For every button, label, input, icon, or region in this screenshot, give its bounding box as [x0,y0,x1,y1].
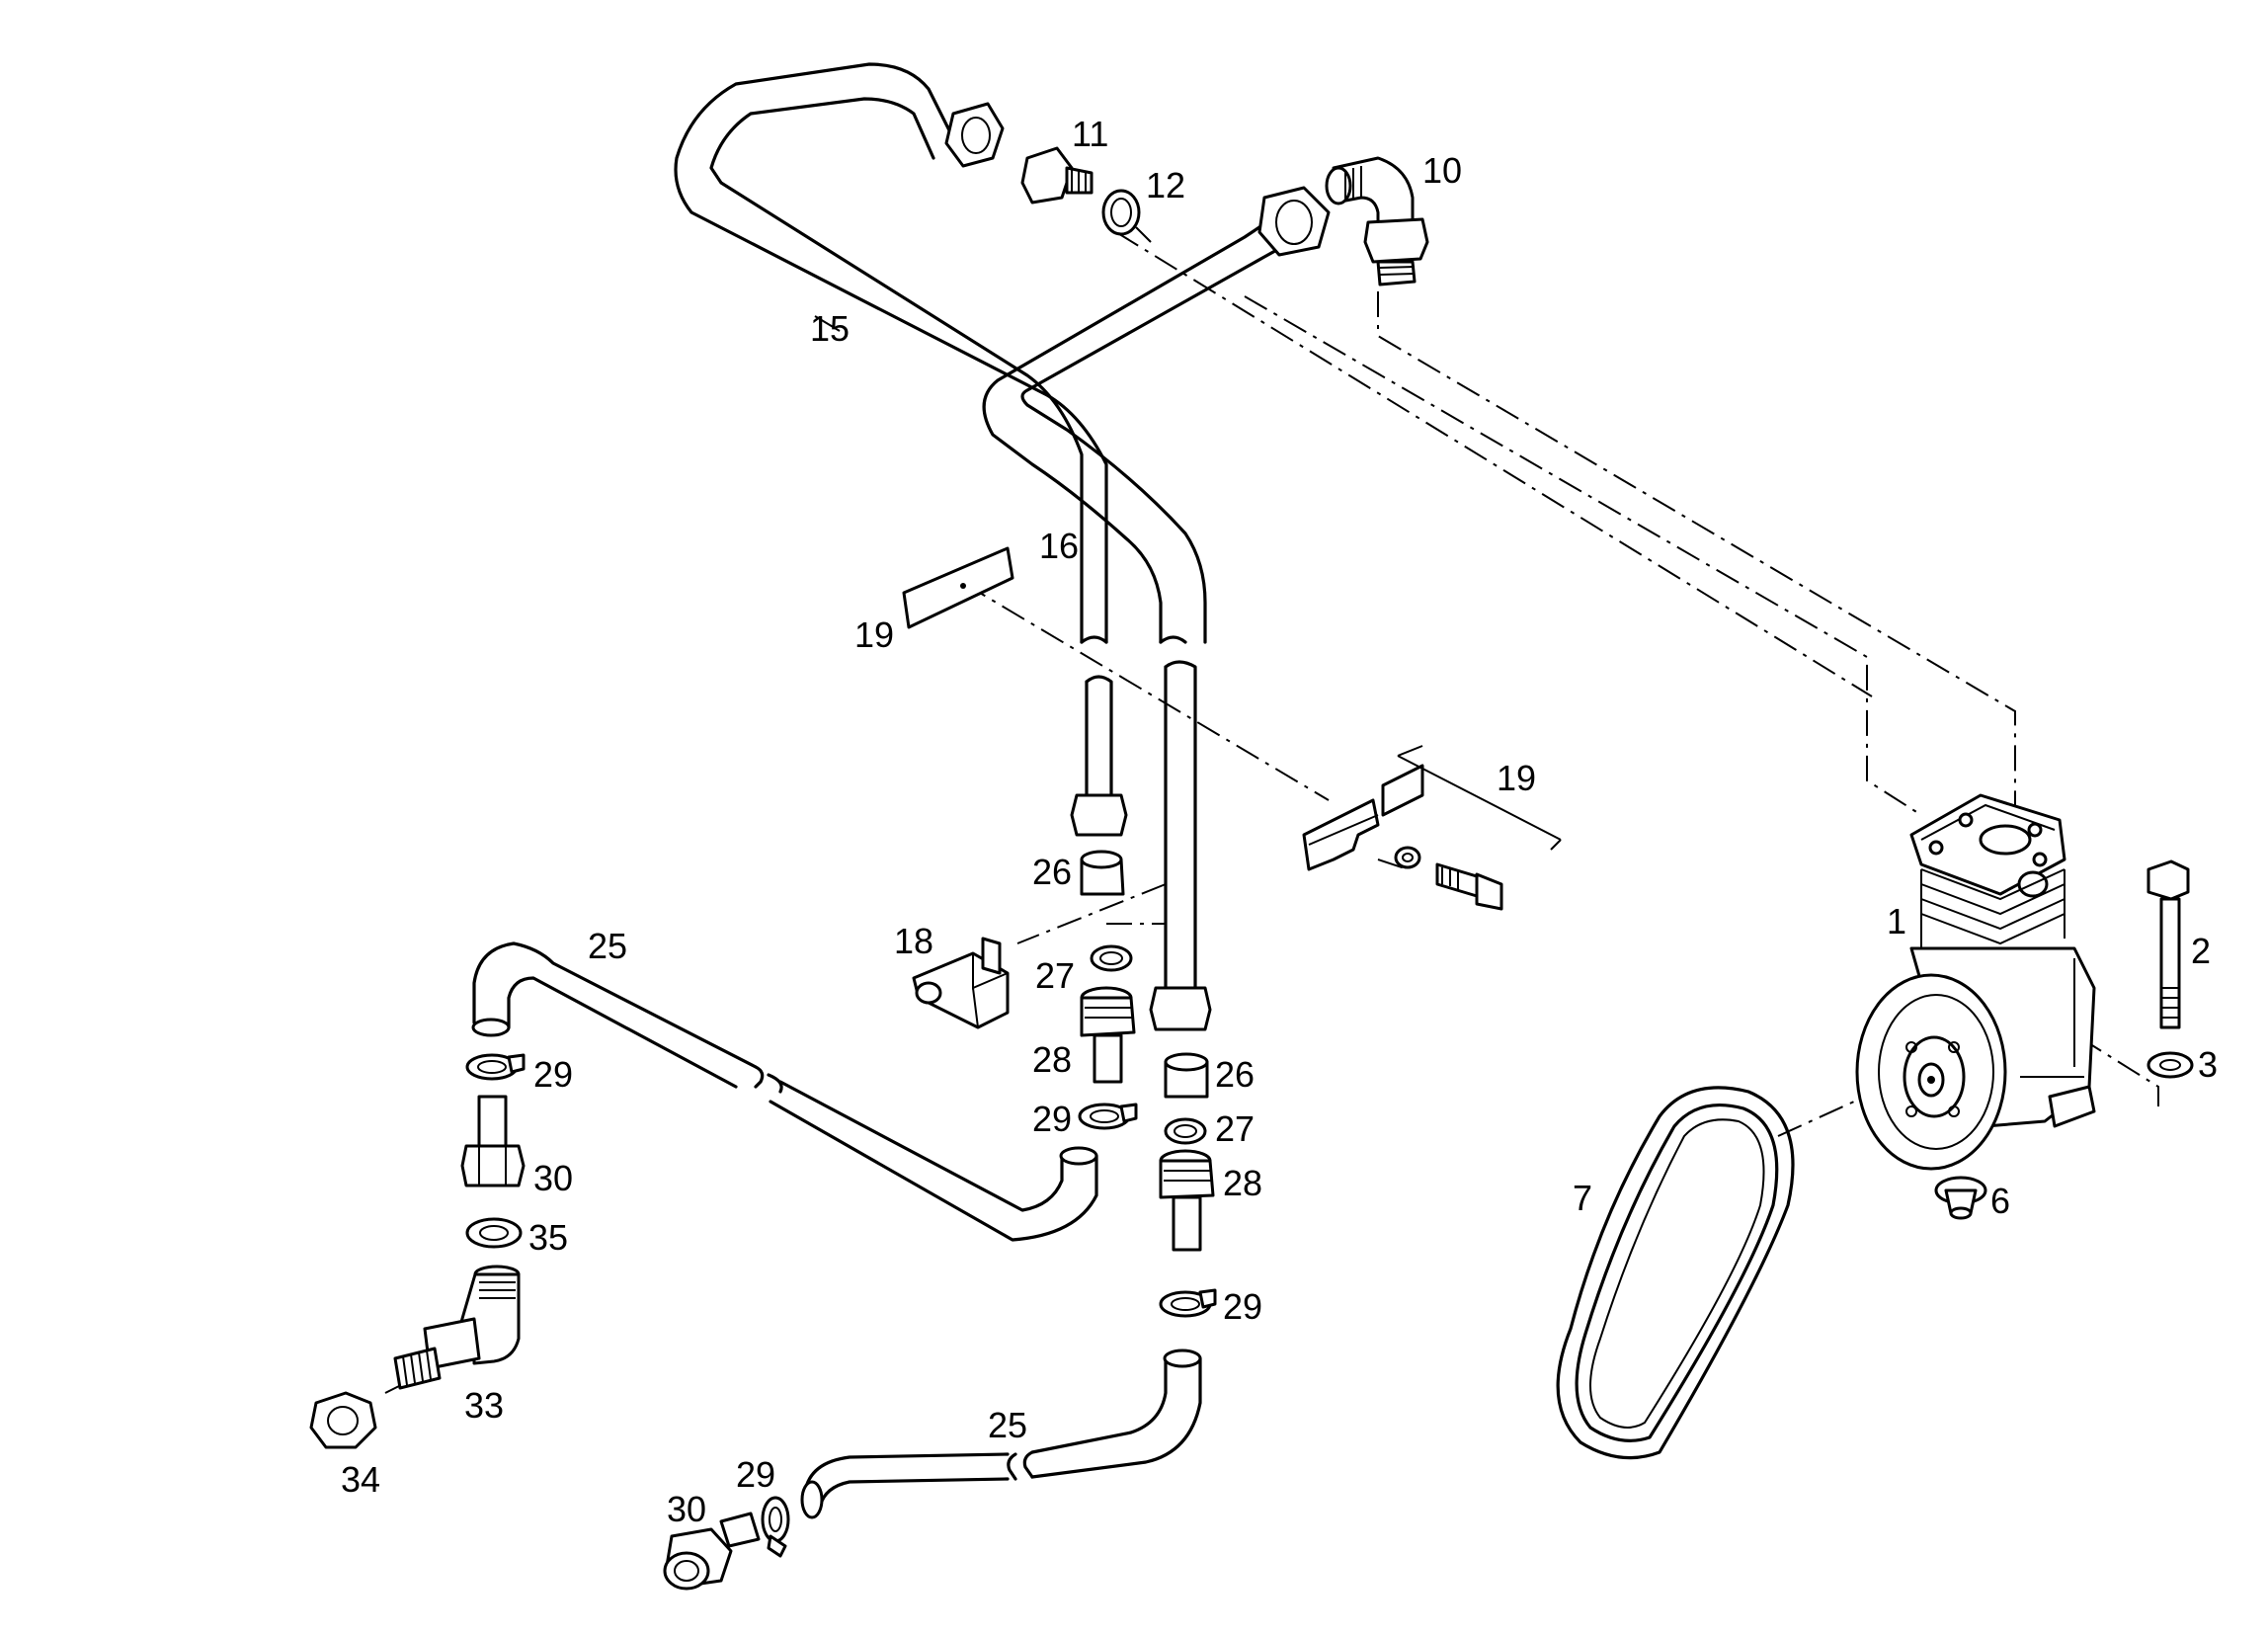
callout-10: 10 [1422,150,1462,191]
nipple-30-upper [460,1095,526,1187]
callout-25-upper: 25 [588,926,627,966]
washer-19 [1394,846,1421,869]
clamp-plate-19-top [902,546,1014,629]
callout-12: 12 [1146,165,1185,205]
callout-7: 7 [1573,1178,1592,1218]
callout-16: 16 [1039,526,1079,566]
union-11 [1020,146,1094,204]
hose-25-lower [800,1349,1202,1519]
pipe-16-nut [1257,186,1331,257]
callout-25-lower: 25 [988,1405,1027,1445]
sleeve-26-upper [1080,850,1125,896]
callout-29-c: 29 [1223,1286,1262,1327]
pipe-15-nut [944,102,1005,168]
plug-6 [1934,1176,1987,1220]
washer-35 [465,1217,523,1249]
pipe-15 [674,62,1108,644]
callout-15: 15 [810,308,850,349]
lower-pipe-right [1149,660,1212,1031]
callout-3: 3 [2198,1044,2218,1085]
hose-25-upper [471,941,1098,1242]
callout-1: 1 [1887,901,1906,941]
lower-pipe-left [1070,675,1128,837]
callout-29-b: 29 [1032,1099,1072,1139]
callout-30-upper: 30 [533,1158,573,1198]
callout-2: 2 [2191,931,2211,971]
callout-19-right: 19 [1497,758,1536,798]
callout-28-upper: 28 [1032,1039,1072,1080]
callout-26-upper: 26 [1032,852,1072,892]
nut-34 [309,1391,377,1449]
callout-19-top: 19 [854,614,894,655]
fitting-28-upper [1080,986,1136,1084]
elbow-33 [393,1265,521,1390]
callout-28-lower: 28 [1223,1163,1262,1203]
callout-29-a: 29 [533,1054,573,1095]
washer-12 [1101,189,1141,236]
callout-30-lower: 30 [667,1489,706,1529]
hose-clamp-29-b [1078,1103,1138,1130]
hose-clamp-29-d [761,1496,790,1558]
callout-18: 18 [894,921,933,961]
washer-27-lower [1164,1117,1207,1145]
pipe-16 [982,186,1331,644]
callout-26-lower: 26 [1215,1054,1255,1095]
callout-6: 6 [1990,1181,2010,1221]
nipple-30-lower [663,1512,761,1591]
callout-29-d: 29 [736,1454,775,1495]
bracket-18 [912,937,1010,1029]
spring-washer-3 [2146,1051,2194,1079]
fitting-28-lower [1159,1149,1215,1252]
bolt-19 [1435,862,1503,911]
v-belt-7 [1556,1086,1795,1460]
bolt-2 [2146,859,2190,1029]
elbow-10 [1325,156,1429,286]
callout-35: 35 [528,1217,568,1258]
hose-clamp-29-c [1159,1288,1217,1318]
compressor-1 [1855,793,2096,1171]
callout-33: 33 [464,1385,504,1426]
assembly-centerlines [384,231,2159,1394]
callout-27-lower: 27 [1215,1108,1255,1149]
callout-34: 34 [341,1459,380,1500]
callout-11: 11 [1072,114,1108,154]
sleeve-26-lower [1164,1052,1209,1099]
callout-labels: 1 2 3 6 7 10 11 12 15 16 18 19 19 25 25 … [341,114,2218,1529]
callout-27-upper: 27 [1035,955,1075,996]
leader-lines [814,226,1152,332]
washer-27-upper [1090,944,1133,972]
clamp-block-19 [1302,745,1562,871]
hose-clamp-29-a [465,1053,526,1081]
